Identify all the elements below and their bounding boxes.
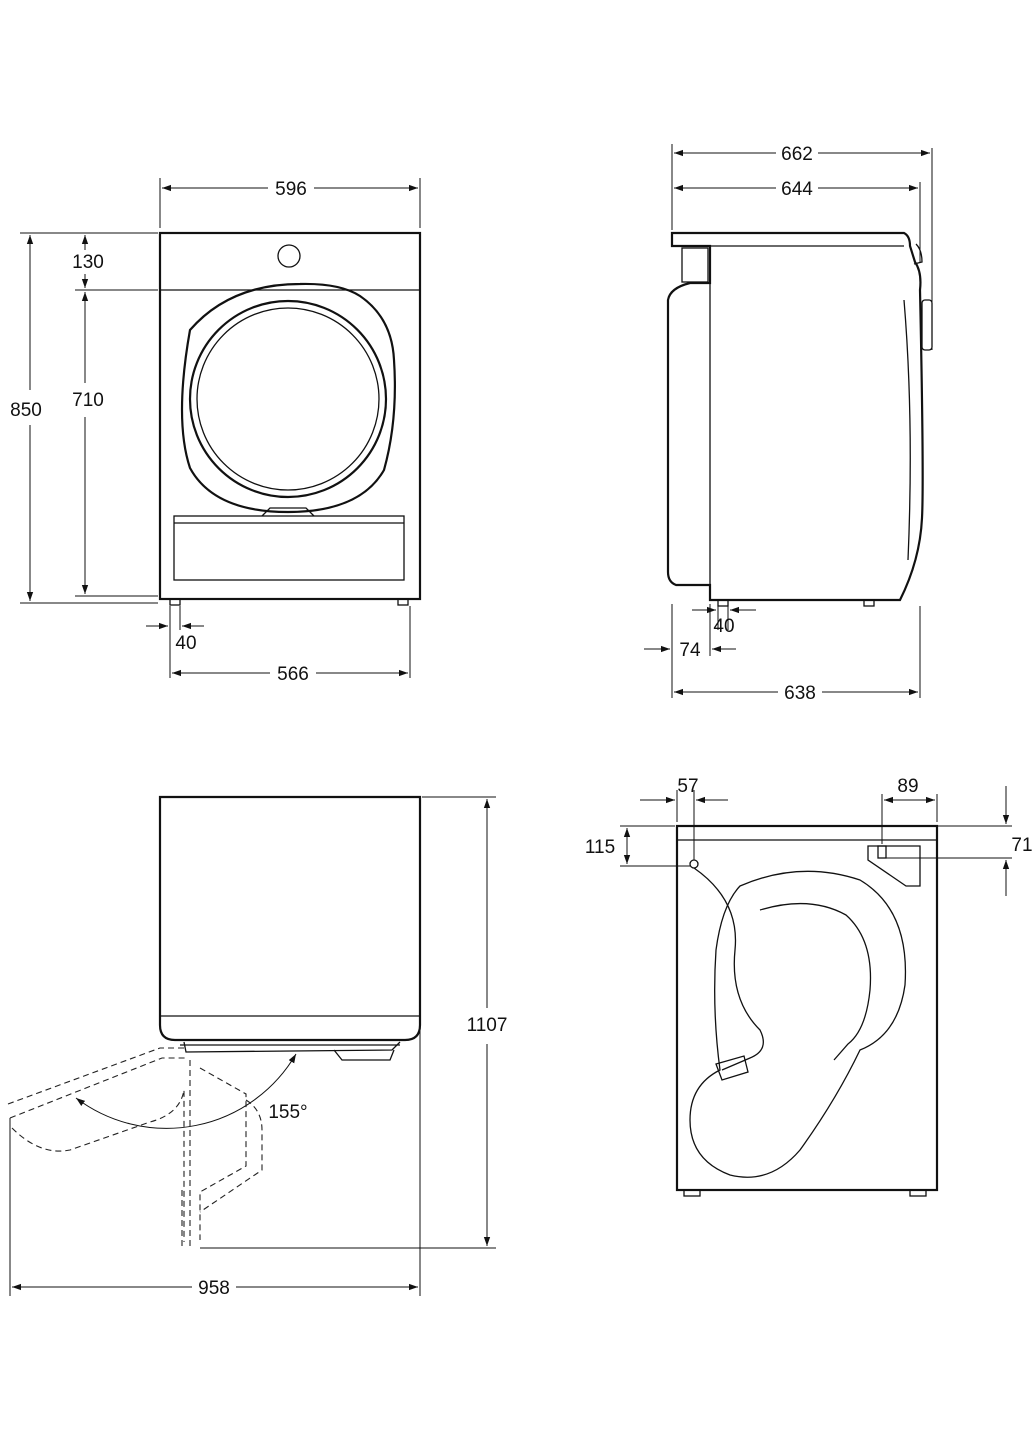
rear-foot-left (683, 1189, 701, 1197)
rear-cabinet (675, 824, 939, 1192)
side-door-handle (921, 299, 933, 351)
dim-door-open-depth: 958 (198, 1278, 230, 1299)
power-plug (715, 1055, 749, 1081)
front-foot-right (397, 598, 409, 606)
door-base (183, 1041, 401, 1053)
door-open-outline-5 (199, 1067, 247, 1240)
dim-rear-cable-height: 115 (585, 837, 615, 858)
power-cable (693, 867, 764, 1071)
door-ring (188, 299, 388, 499)
top-cabinet (158, 795, 422, 1042)
side-body (666, 231, 924, 602)
rear-outlet-box (867, 845, 921, 887)
door-angle-arc (75, 1053, 297, 1129)
door-open-outline-3 (11, 1089, 185, 1242)
dim-side-foot-offset: 74 (679, 640, 701, 661)
dim-rear-outlet-offset: 89 (897, 776, 918, 797)
program-knob (277, 244, 301, 268)
dim-front-foot-span: 566 (277, 664, 309, 685)
rear-outlet (877, 845, 887, 859)
dim-side-depth-total: 662 (781, 144, 813, 165)
dim-rear-outlet-height: 71 (1011, 835, 1032, 856)
rear-view: 57 115 89 71 (585, 776, 1033, 1197)
dim-door-open-height: 1107 (467, 1015, 508, 1036)
dim-front-foot-inset: 40 (175, 633, 196, 654)
front-view: 596 850 130 710 40 566 (10, 178, 422, 685)
cable-entry (689, 859, 699, 869)
dim-side-depth-base: 638 (784, 683, 816, 704)
rear-foot-right (909, 1189, 927, 1197)
door-handle-tab (333, 1049, 395, 1061)
drum-back-inner (759, 902, 872, 1061)
dim-rear-cable-offset: 57 (677, 776, 698, 797)
dim-front-width: 596 (275, 179, 307, 200)
front-cabinet (158, 231, 422, 601)
side-view: 662 644 40 74 638 (644, 144, 933, 704)
drawer-handle (261, 507, 315, 517)
front-foot-left (169, 598, 181, 606)
dim-front-height-top: 130 (72, 252, 104, 273)
dim-side-depth-body: 644 (781, 179, 813, 200)
dim-front-height-door: 710 (72, 390, 104, 411)
door-frame (180, 282, 396, 514)
door-open-outline-1 (7, 1047, 186, 1105)
side-foot-front (717, 599, 729, 607)
side-detergent-box (681, 247, 709, 283)
side-door-contour (903, 299, 911, 561)
side-foot-rear (863, 599, 875, 607)
door-open-outline-2 (9, 1057, 186, 1119)
drum-back-outer (689, 870, 907, 1178)
side-knob (913, 243, 923, 265)
dim-door-angle: 155° (268, 1102, 307, 1123)
filter-drawer (173, 515, 405, 581)
door-open-outline-6 (199, 1099, 263, 1213)
dim-front-height-total: 850 (10, 400, 42, 421)
door-open-view: 155° 958 1107 (7, 795, 508, 1299)
door-glass (196, 307, 380, 491)
dim-side-foot-width: 40 (713, 616, 734, 637)
